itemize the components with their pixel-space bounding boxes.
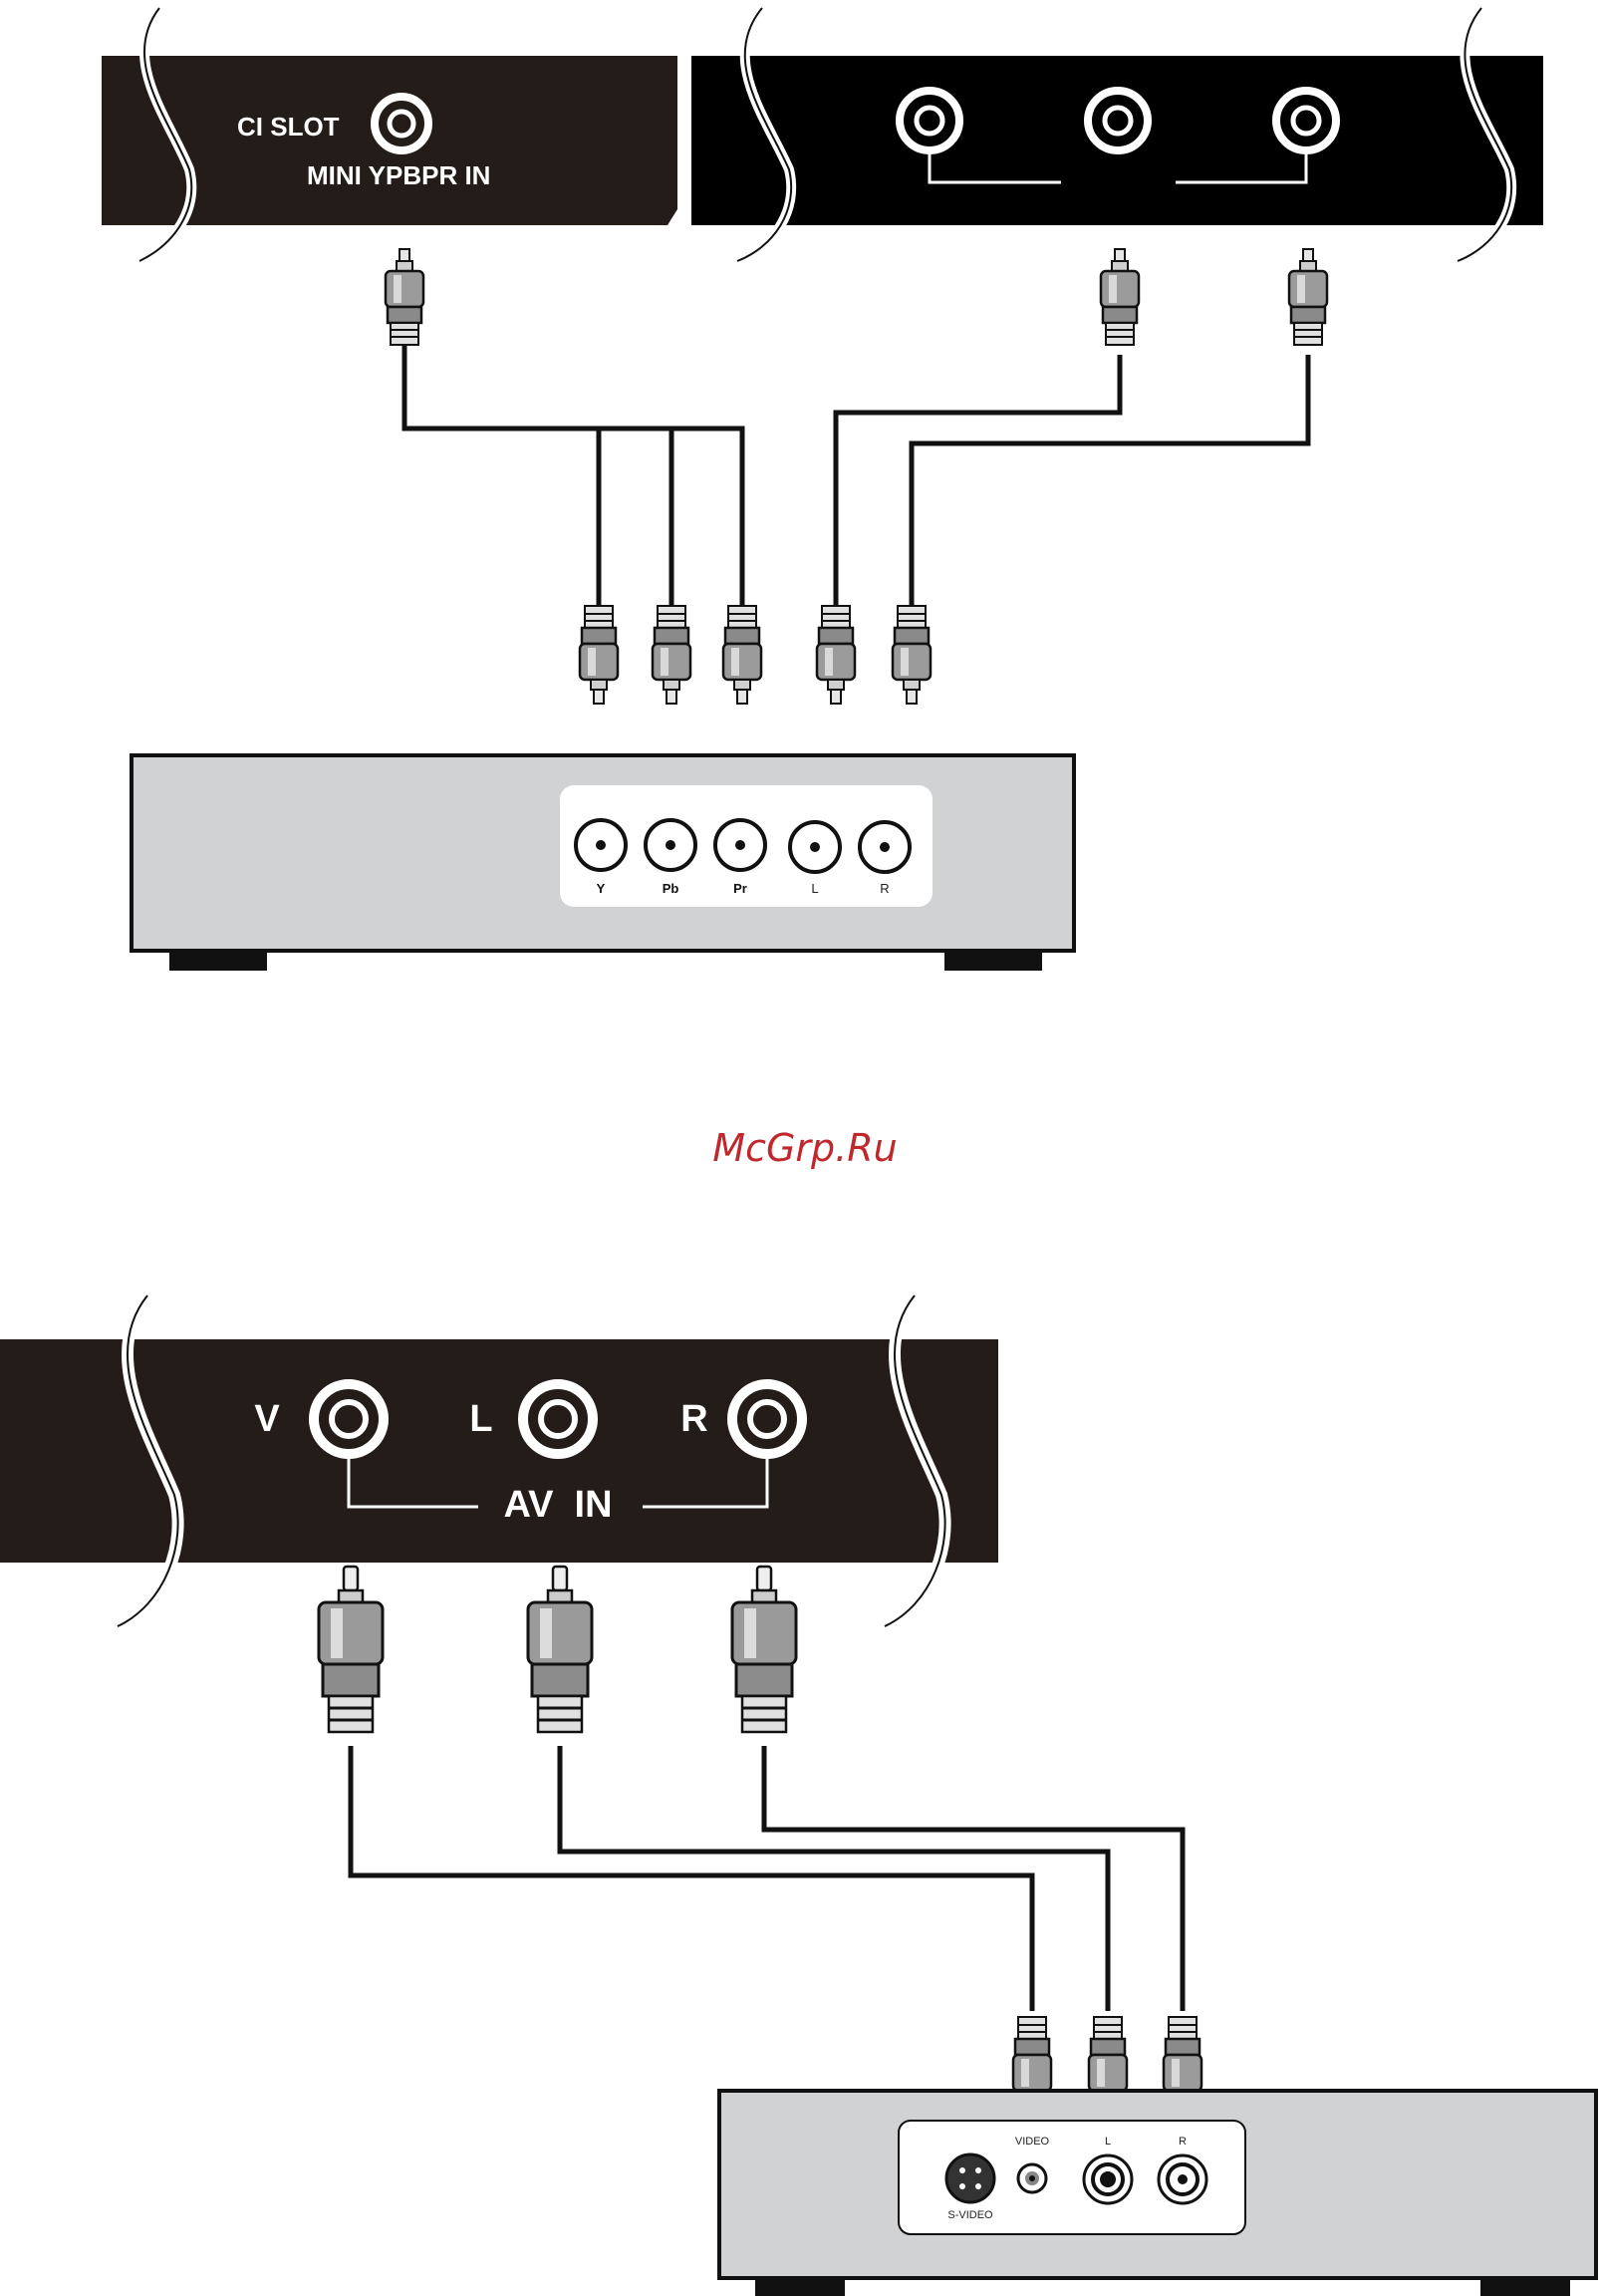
svideo-label: S-VIDEO (947, 2209, 993, 2221)
jack-pr (715, 820, 765, 870)
mini-ypbpr-in-label: MINI YPBPR IN (307, 160, 490, 190)
bottom-cables (351, 1746, 1183, 2011)
plug-l (817, 606, 855, 704)
plug-tv-audio-l (1101, 249, 1139, 345)
bottom-diagram: V L R AV IN (0, 1295, 1596, 2296)
jack-label-l: L (469, 1398, 492, 1440)
jack-r (860, 822, 910, 872)
jack-label-v: V (254, 1398, 280, 1440)
jack-pb (646, 820, 695, 870)
source-jack-r (1159, 2155, 1206, 2203)
source-jack-l (1084, 2155, 1132, 2203)
label-pb: Pb (663, 881, 679, 896)
tv-panel-right (691, 8, 1543, 261)
ci-slot-label: CI SLOT (237, 112, 340, 142)
plug-tv-r (732, 1567, 796, 1732)
plug-pr (723, 606, 761, 704)
small-jack (1018, 2164, 1046, 2192)
jack-label-r: R (680, 1398, 707, 1440)
svideo-jack (946, 2154, 994, 2202)
label-y: Y (597, 881, 606, 896)
r-label: R (1179, 2136, 1187, 2148)
av-in-label: AV IN (503, 1484, 612, 1526)
jack-l (790, 822, 840, 872)
tv-panel-left: CI SLOT MINI YPBPR IN (102, 8, 677, 261)
label-r: R (880, 881, 889, 896)
top-diagram: CI SLOT MINI YPBPR IN (102, 8, 1543, 971)
source-device-bottom: S-VIDEO VIDEO L R (719, 2091, 1596, 2296)
label-l: L (811, 881, 818, 896)
plug-mini-ypbpr (386, 249, 423, 345)
top-cables (404, 345, 1308, 606)
plug-tv-video (319, 1567, 383, 1732)
tv-panel-av: V L R AV IN (0, 1295, 998, 1626)
watermark: McGrp.Ru (712, 1126, 897, 1170)
video-label: VIDEO (1015, 2136, 1050, 2148)
plug-pb (653, 606, 690, 704)
l-label: L (1105, 2136, 1111, 2148)
plug-y (580, 606, 618, 704)
jack-y (576, 820, 626, 870)
plug-tv-audio-r (1289, 249, 1327, 345)
source-device-top: Y Pb Pr L R (132, 755, 1074, 971)
plug-r (893, 606, 931, 704)
plug-tv-l (528, 1567, 592, 1732)
label-pr: Pr (733, 881, 747, 896)
